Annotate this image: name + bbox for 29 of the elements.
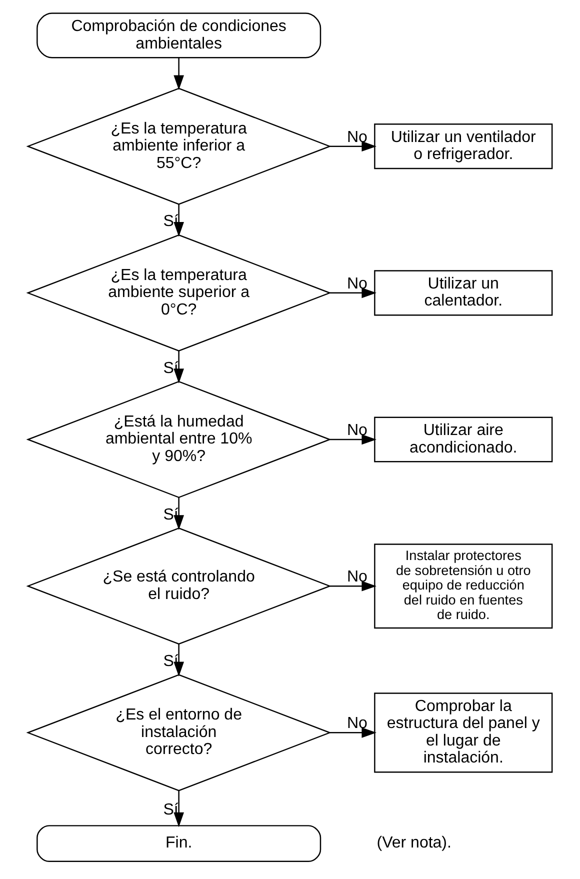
node-diamond: ¿Es la temperatura ambiente inferior a 55°C? xyxy=(26,88,332,205)
node-box: Utilizar aire acondicionado. xyxy=(374,416,553,462)
node-box: Utilizar un calentador. xyxy=(374,270,553,316)
node-box: Instalar protectores de sobretensión u otro equipo de reducción del ruido en fuentes de ruido. xyxy=(374,544,553,629)
node-diamond: ¿Es la temperatura ambiente superior a 0°C? xyxy=(26,234,332,352)
arrow xyxy=(330,141,376,152)
arrow xyxy=(330,580,376,592)
node-box: Fin. xyxy=(36,825,322,862)
arrow xyxy=(174,350,184,384)
edge-label: No xyxy=(346,128,368,146)
arrow xyxy=(174,644,184,677)
node-box: Comprobación de condiciones ambientales xyxy=(36,12,322,58)
edge-label: No xyxy=(346,715,368,732)
node-box: Utilizar un ventilador o refrigerador. xyxy=(374,124,553,170)
node-diamond: ¿Está la humedad ambiental entre 10% y 90%? xyxy=(26,380,332,498)
node-box: Comprobar la estructura del panel y el lugar de instalación. xyxy=(374,692,553,773)
arrow xyxy=(174,58,184,90)
edge-label: No xyxy=(346,568,368,586)
node-diamond: ¿Se está controlando el ruido? xyxy=(26,528,332,645)
arrow xyxy=(330,728,376,738)
node-diamond: ¿Es el entorno de instalación correcto? xyxy=(26,674,332,792)
arrow xyxy=(174,204,184,237)
edge-label: No xyxy=(346,422,368,440)
edge-label: No xyxy=(346,275,368,292)
arrow xyxy=(330,434,376,445)
arrow xyxy=(330,288,376,298)
arrow xyxy=(174,497,184,530)
label: (Ver nota). xyxy=(376,834,452,852)
arrow xyxy=(174,790,184,828)
